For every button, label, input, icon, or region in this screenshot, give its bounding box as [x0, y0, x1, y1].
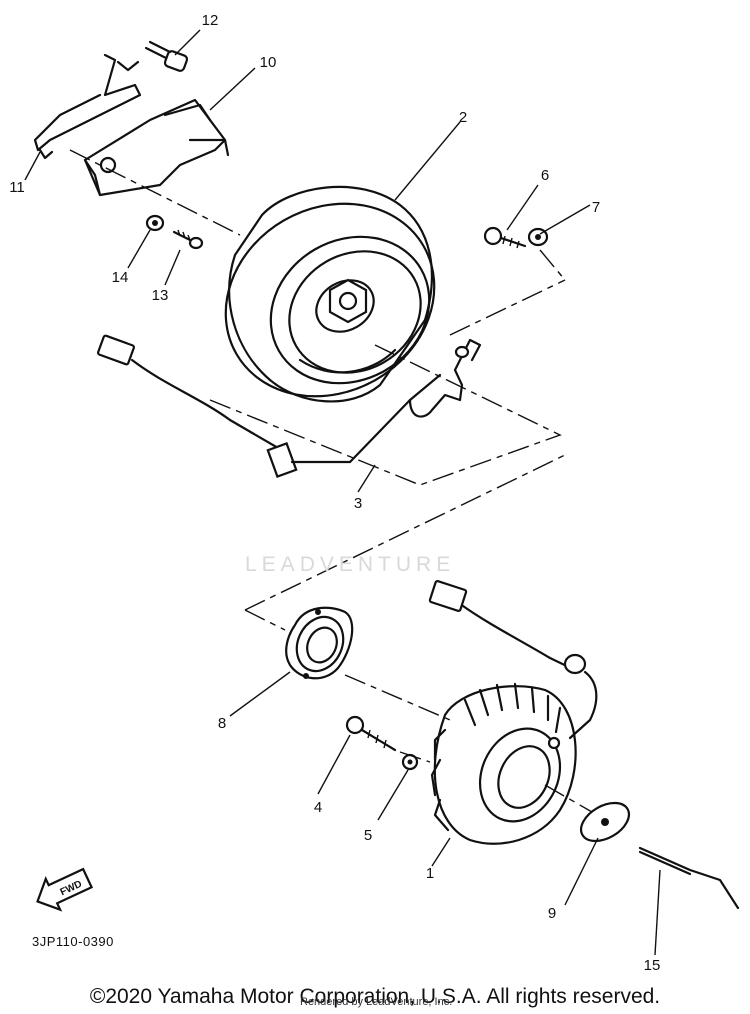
- callout-7: 7: [592, 199, 600, 216]
- callout-14: 14: [112, 269, 129, 286]
- callout-2: 2: [459, 109, 467, 126]
- callout-1: 1: [426, 865, 434, 882]
- screw-13: [172, 229, 204, 250]
- pickup-coil: [97, 334, 482, 478]
- bracket: [83, 98, 230, 197]
- grommet: [144, 40, 189, 72]
- watermark-text: LEADVENTURE: [245, 553, 456, 576]
- wire-clamp: [638, 846, 740, 910]
- callout-4: 4: [314, 799, 322, 816]
- fwd-arrow: FWD: [36, 867, 94, 912]
- assembly-lines: [69, 149, 593, 813]
- bolt-6: [483, 226, 527, 249]
- copyright-text: ©2020 Yamaha Motor Corporation, U.S.A. A…: [89, 985, 661, 1008]
- rotor-flywheel: [224, 185, 436, 403]
- callout-13: 13: [152, 287, 169, 304]
- callout-15: 15: [644, 957, 661, 974]
- callout-11: 11: [9, 179, 25, 196]
- oil-seal-plate: [285, 606, 354, 680]
- callout-5: 5: [364, 827, 372, 844]
- callout-10: 10: [260, 54, 277, 71]
- washer-plate: [580, 801, 630, 843]
- callout-6: 6: [541, 167, 549, 184]
- stator-assembly: [428, 580, 598, 845]
- callout-9: 9: [548, 905, 556, 922]
- washer-5: [401, 753, 419, 771]
- rendered-note: Rendered by LeadVenture, Inc.: [300, 996, 453, 1008]
- callout-3: 3: [354, 495, 362, 512]
- drawing-code: 3JP110-0390: [32, 934, 114, 949]
- lead-holder: [33, 53, 142, 160]
- callout-labels: 12 10 2 6 7 11 14 13 3 8 4 5 1 9 15: [9, 12, 660, 974]
- leader-lines: [24, 29, 661, 956]
- nut-14: [145, 214, 165, 232]
- callout-8: 8: [218, 715, 226, 732]
- screw-4: [345, 715, 397, 752]
- callout-12: 12: [202, 12, 219, 29]
